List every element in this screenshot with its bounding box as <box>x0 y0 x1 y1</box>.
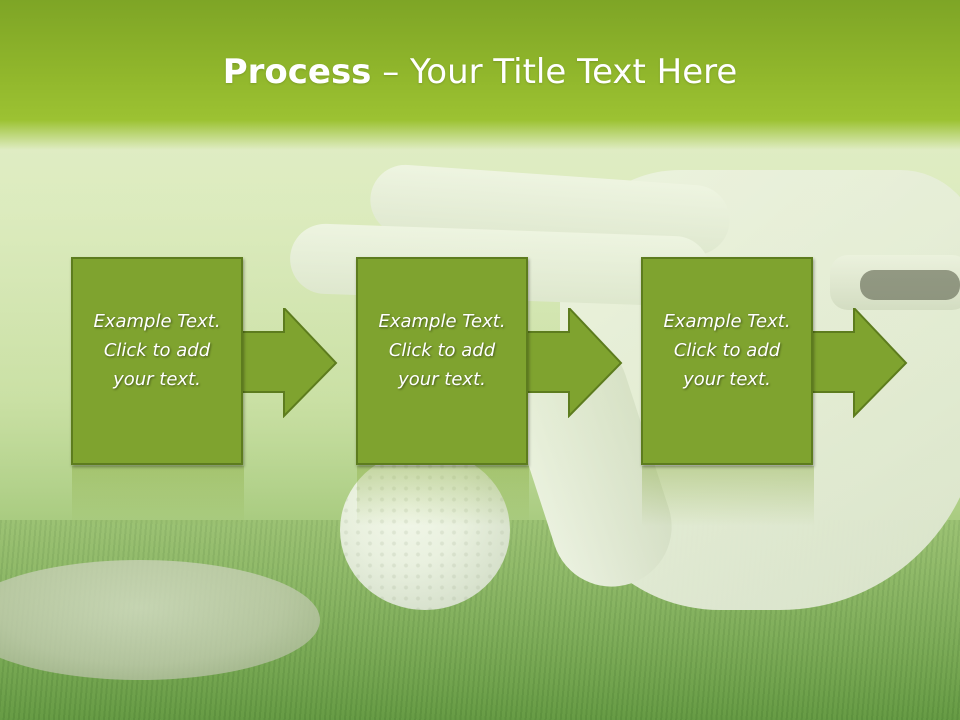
step-text: Example Text. Click to add your text. <box>663 310 791 390</box>
step-text: Example Text. Click to add your text. <box>378 310 506 390</box>
process-step-2[interactable]: Example Text. Click to add your text. <box>356 257 528 465</box>
step-text: Example Text. Click to add your text. <box>93 310 221 390</box>
arrow-right-icon <box>242 308 338 418</box>
title-rest: – Your Title Text Here <box>371 52 738 92</box>
slide-title[interactable]: Process – Your Title Text Here <box>0 52 960 92</box>
process-step-1[interactable]: Example Text. Click to add your text. <box>71 257 243 465</box>
step-reflection <box>642 466 814 526</box>
title-bold: Process <box>222 52 372 92</box>
title-bar <box>0 0 960 150</box>
step-reflection <box>72 466 244 526</box>
step-reflection <box>357 466 529 526</box>
process-step-3[interactable]: Example Text. Click to add your text. <box>641 257 813 465</box>
arrow-right-icon <box>527 308 623 418</box>
arrow-right-icon <box>812 308 908 418</box>
